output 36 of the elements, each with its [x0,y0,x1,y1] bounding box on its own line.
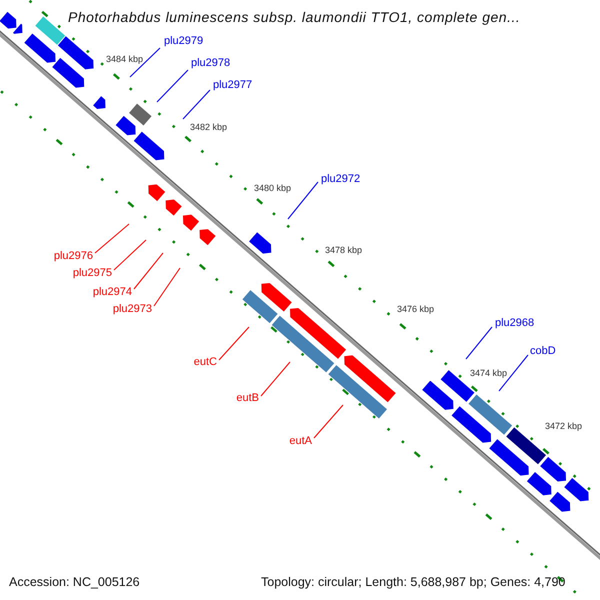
title: Photorhabdus luminescens subsp. laumondii TTO1, complete gen... [68,10,520,24]
scale-label: 3472 kbp [545,422,582,431]
leader-line [498,354,528,392]
gene-label: plu2972 [321,174,360,185]
leader-line [466,326,492,360]
leader-line [218,326,250,360]
gene-label: eutB [236,393,259,404]
scale-label: 3484 kbp [106,55,144,64]
gene-label: plu2977 [213,80,252,91]
gene-label: eutA [289,436,312,447]
leader-line [314,404,344,438]
scale-label: 3482 kbp [190,123,228,132]
leader-line [156,70,188,102]
gene-label: plu2974 [92,287,132,298]
gene-label: plu2973 [112,304,152,315]
scale-label: 3474 kbp [470,369,508,378]
leader-line [94,224,130,254]
leader-line [154,268,180,306]
gene-label: plu2968 [495,318,534,329]
gene-label: eutC [194,357,217,368]
gene-label: plu2976 [54,251,93,262]
leader-line [288,182,318,220]
gene-label: plu2978 [191,58,230,69]
gene-label: plu2975 [72,268,112,279]
gene-label: plu2979 [164,36,204,47]
leader-line [182,90,210,120]
leader-line [134,252,164,290]
gene-label: cobD [530,346,556,357]
leader-line [130,48,160,78]
accession-text: Accession: NC_005126 [9,576,140,588]
genome-summary: Topology: circular; Length: 5,688,987 bp; Genes: 4,790 [261,576,566,588]
scale-label: 3478 kbp [325,246,362,255]
scale-label: 3476 kbp [397,305,434,314]
leader-line [114,240,146,270]
leader-line [260,362,290,396]
scale-label: 3480 kbp [254,184,292,193]
